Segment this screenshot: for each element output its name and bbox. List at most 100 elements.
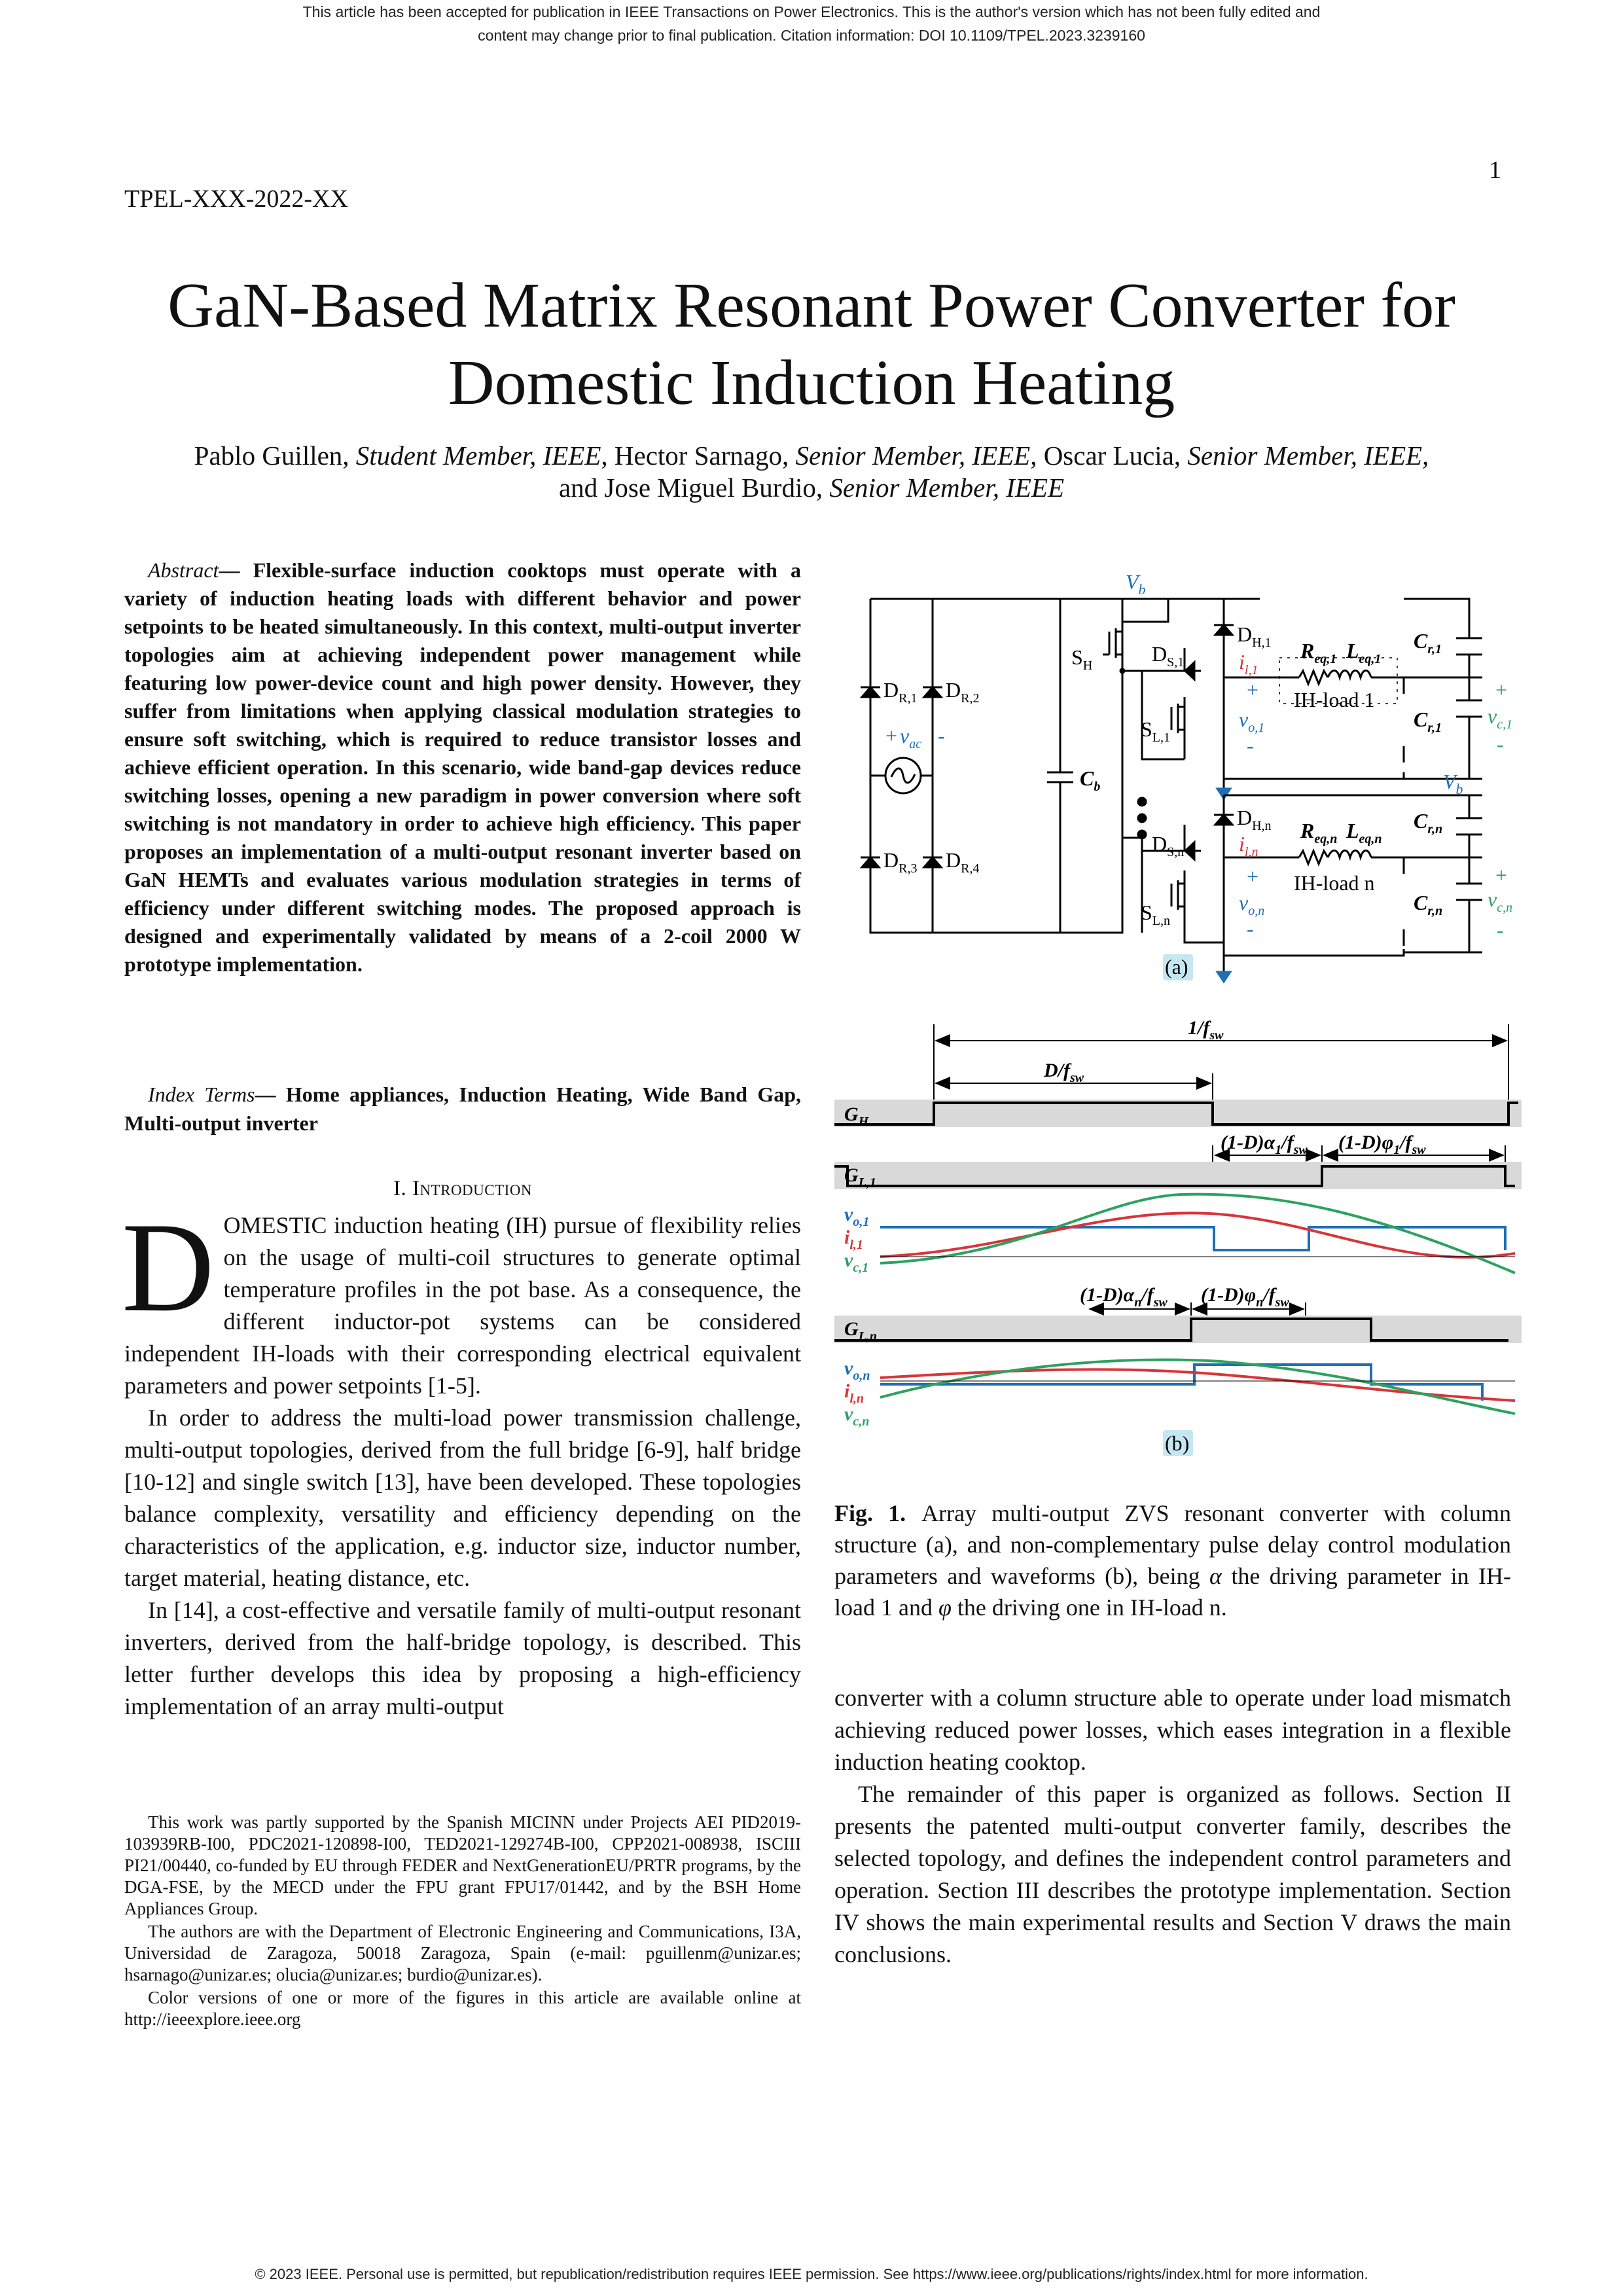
section-number: I.	[393, 1177, 412, 1200]
label-phi1-sub: 1	[1393, 1143, 1400, 1157]
label-vc1-plus: +	[1495, 678, 1507, 702]
label-duty-sub: sw	[1069, 1071, 1084, 1085]
label-gl1-sub: L,1	[858, 1175, 876, 1190]
svg-text:Cr,1: Cr,1	[1414, 629, 1442, 656]
diode-dr4-icon	[921, 855, 944, 869]
index-terms-label: Index Terms	[148, 1083, 255, 1106]
label-phi1-tail-sub: sw	[1412, 1143, 1427, 1157]
label-period: 1/f	[1188, 1017, 1211, 1039]
section-title: Introduction	[412, 1177, 533, 1200]
svg-text:DS,n: DS,n	[1152, 832, 1184, 859]
label-von: v	[1239, 891, 1249, 914]
label-vcn-plus: +	[1495, 863, 1507, 887]
capacitor-crn-bottom-icon	[1404, 856, 1482, 952]
label-vac: v	[900, 724, 910, 747]
drop-cap: D	[122, 1196, 215, 1338]
footnote-affiliation: The authors are with the Department of E…	[124, 1922, 801, 1984]
inductor-leq1-icon	[1327, 670, 1372, 681]
label-vac-sub: ac	[909, 737, 921, 751]
label-vb: V	[1126, 570, 1141, 594]
svg-text:DR,2: DR,2	[946, 678, 979, 706]
publication-notice: This article has been accepted for publi…	[0, 0, 1623, 47]
label-t-iln-sub: l,n	[849, 1391, 864, 1406]
notice-line-2: content may change prior to final public…	[478, 27, 1145, 44]
label-il1: i	[1239, 650, 1245, 673]
label-dr3: D	[883, 848, 899, 872]
label-vcn: v	[1488, 888, 1497, 911]
subfigure-a-badge	[1163, 954, 1193, 980]
svg-text:(1-D)φn/fsw: (1-D)φn/fsw	[1201, 1284, 1289, 1310]
svg-text:il,1: il,1	[844, 1227, 863, 1252]
section-heading: I. Introduction	[124, 1177, 801, 1201]
svg-text:vo,n: vo,n	[844, 1357, 870, 1383]
label-t-vo1: v	[844, 1204, 853, 1225]
label-dr4: D	[946, 848, 961, 872]
label-phin-sub: n	[1256, 1295, 1263, 1310]
svg-text:SL,1: SL,1	[1141, 717, 1170, 745]
svg-text:DR,3: DR,3	[883, 848, 917, 876]
svg-text:Req,n: Req,n	[1300, 819, 1337, 846]
label-crn-top: C	[1414, 809, 1428, 833]
label-vc1: v	[1488, 704, 1497, 728]
label-sl1-sub: L,1	[1152, 730, 1170, 745]
label-dr1: D	[883, 678, 899, 702]
label-crn-bottom: C	[1414, 891, 1428, 914]
diode-dhn-icon	[1213, 813, 1235, 826]
author-name: and Jose Miguel Burdio,	[558, 473, 830, 503]
label-leq1: L	[1346, 639, 1359, 662]
ac-source-icon	[884, 757, 922, 795]
svg-text:(1-D)αn/fsw: (1-D)αn/fsw	[1080, 1284, 1168, 1310]
svg-text:Cr,n: Cr,n	[1414, 891, 1442, 918]
label-vb-2: V	[1443, 770, 1458, 793]
author-list: Pablo Guillen, Student Member, IEEE, Hec…	[92, 440, 1531, 504]
capacitor-cr1-top-icon	[1404, 598, 1482, 677]
resistor-req1-icon	[1298, 668, 1329, 687]
label-ds1: D	[1152, 642, 1167, 666]
svg-text:SL,n: SL,n	[1141, 901, 1170, 928]
label-gln-sub: L,n	[858, 1329, 877, 1344]
label-alphan-tail: /f	[1140, 1284, 1155, 1306]
waveform-il1	[880, 1211, 1516, 1259]
label-vcn-sub: c,n	[1497, 901, 1512, 915]
index-terms-text: Home appliances, Induction Heating, Wide…	[124, 1083, 802, 1135]
label-von-minus: -	[1247, 917, 1254, 941]
waveform-vo1	[880, 1226, 1507, 1251]
author-role: Senior Member, IEEE	[795, 440, 1031, 471]
subfigure-b-label: (b)	[1165, 1431, 1189, 1455]
svg-text:Req,1: Req,1	[1300, 639, 1336, 666]
label-leqn-sub: eq,n	[1359, 832, 1382, 846]
waveform-von	[880, 1363, 1484, 1401]
label-cr1-bottom-sub: r,1	[1427, 721, 1442, 735]
page-number: 1	[1489, 156, 1501, 184]
label-alpha1-tail: /f	[1280, 1132, 1295, 1153]
svg-text:Vb: Vb	[1126, 570, 1146, 598]
svg-text:il,1: il,1	[1239, 650, 1258, 677]
label-dr1-sub: R,1	[899, 691, 917, 706]
author-role: Student Member, IEEE	[355, 440, 601, 471]
label-duty: D/f	[1043, 1060, 1072, 1081]
gate-gl1-trace	[834, 1165, 1515, 1187]
index-terms: Index Terms— Home appliances, Induction …	[124, 1080, 801, 1138]
label-dr2-sub: R,2	[961, 691, 979, 706]
footnote-funding: This work was partly supported by the Sp…	[124, 1812, 801, 1918]
caption-label: Fig. 1.	[834, 1500, 906, 1526]
label-il1-sub: l,1	[1245, 663, 1258, 677]
svg-text:vc,n: vc,n	[1488, 888, 1512, 915]
label-alphan: (1-D)α	[1080, 1284, 1135, 1306]
label-t-von: v	[844, 1357, 853, 1379]
label-phin-tail: /f	[1262, 1284, 1277, 1306]
label-leq1-sub: eq,1	[1359, 652, 1382, 666]
svg-text:SH: SH	[1071, 645, 1092, 673]
circuit-schematic	[859, 598, 1482, 984]
label-ds1-sub: S,1	[1167, 655, 1184, 670]
capacitor-cr1-bottom-icon	[1404, 676, 1482, 779]
svg-text:D/fsw: D/fsw	[1043, 1060, 1084, 1085]
label-dsn: D	[1152, 832, 1167, 855]
label-gln: G	[844, 1318, 859, 1340]
inductor-leqn-icon	[1327, 850, 1372, 861]
footnote-color: Color versions of one or more of the fig…	[124, 1988, 801, 2029]
title-line-2: Domestic Induction Heating	[448, 348, 1175, 418]
label-iln-sub: l,n	[1245, 845, 1258, 859]
label-leqn: L	[1346, 819, 1359, 842]
